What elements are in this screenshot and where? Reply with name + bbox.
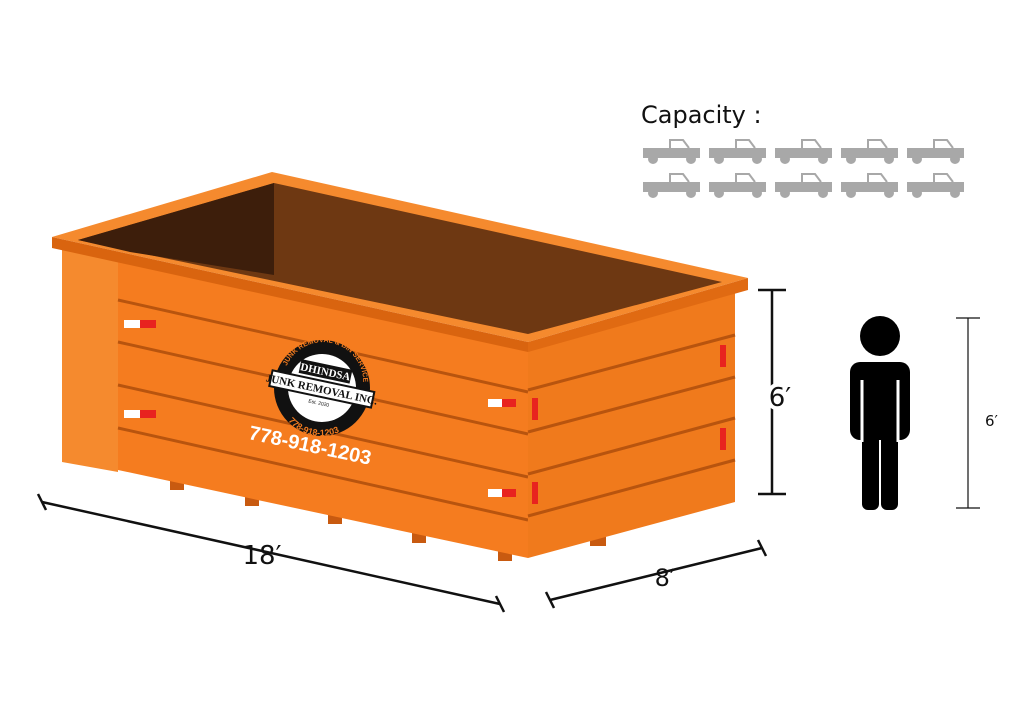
pickup-truck-icon	[709, 139, 766, 164]
width-label: 8′	[655, 564, 676, 592]
pickup-truck-icon	[841, 139, 898, 164]
length-label: 18′	[243, 541, 282, 571]
pickup-truck-icon	[643, 173, 700, 198]
pickup-truck-icon	[775, 139, 832, 164]
dumpster-short-side	[528, 290, 735, 558]
dimension-lines	[36, 288, 980, 613]
capacity-trucks	[643, 139, 964, 198]
capacity-title: Capacity :	[641, 101, 762, 129]
pickup-truck-icon	[841, 173, 898, 198]
pickup-truck-icon	[775, 173, 832, 198]
person-height-label: 6′	[985, 412, 999, 430]
pickup-truck-icon	[709, 173, 766, 198]
person-icon	[850, 316, 910, 510]
pickup-truck-icon	[643, 139, 700, 164]
svg-text:Est. 2020: Est. 2020	[308, 399, 330, 409]
dumpster: JUNK REMOVAL & BIN SERVICE 778-918-1203 …	[52, 172, 748, 561]
pickup-truck-icon	[907, 139, 964, 164]
company-logo: JUNK REMOVAL & BIN SERVICE 778-918-1203 …	[265, 329, 379, 443]
reflectors	[124, 320, 726, 504]
height-label: 6′	[769, 383, 792, 413]
pickup-truck-icon	[907, 173, 964, 198]
